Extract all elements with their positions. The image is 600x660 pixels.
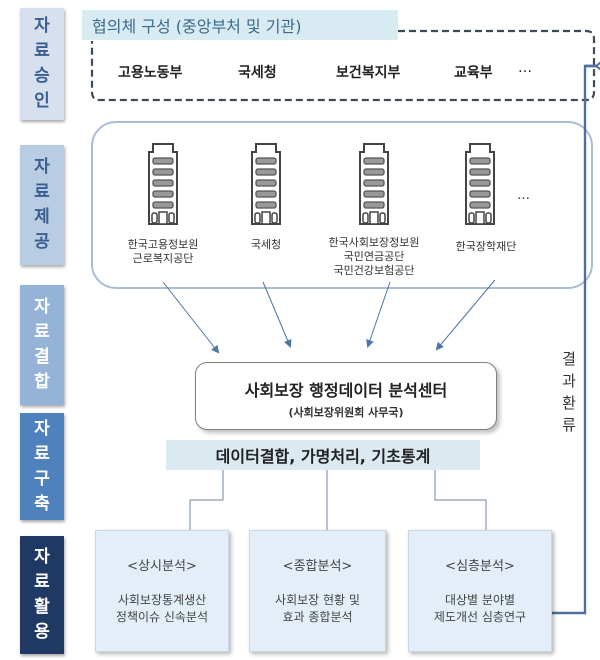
- feedback-char: 환: [562, 394, 576, 412]
- arrow-provider-3: [366, 281, 391, 348]
- ministry-item: 교육부: [454, 65, 493, 81]
- use-box-regular: <상시분석> 사회보장통계생산 정책이슈 신속분석: [95, 530, 229, 652]
- stage-char: 용: [34, 622, 50, 642]
- feedback-char: 류: [562, 416, 576, 434]
- stage-char: 료: [34, 182, 50, 202]
- provider-label: 한국고용정보원 근로복지공단: [127, 238, 199, 265]
- arrow-provider-4: [435, 279, 496, 351]
- connector-use-1: [189, 470, 224, 530]
- stage-char: 결: [34, 347, 50, 367]
- stage-char: 축: [34, 493, 50, 514]
- use-box-comprehensive: <종합분석> 사회보장 현황 및 효과 종합분석: [249, 530, 386, 652]
- feedback-char: 결: [562, 350, 576, 368]
- ministry-item: 국세청: [238, 65, 277, 81]
- approval-dashed-box: [90, 29, 596, 102]
- ministry-more: …: [518, 60, 532, 76]
- provider-label: 국세청: [250, 238, 282, 251]
- provider-label: 한국장학재단: [455, 240, 517, 253]
- use-desc: 사회보장 현황 및 효과 종합분석: [275, 593, 360, 624]
- building-icon: [465, 143, 495, 225]
- arrow-provider-1: [162, 281, 220, 354]
- ministry-item: 보건복지부: [336, 65, 401, 81]
- stage-char: 제: [34, 207, 50, 227]
- analysis-center-title: 사회보장 행정데이터 분석센터: [244, 381, 448, 400]
- ministry-item: 고용노동부: [118, 65, 183, 81]
- building-icon: [251, 143, 281, 225]
- use-title: <상시분석>: [127, 559, 197, 574]
- stage-char: 자: [34, 547, 50, 567]
- stage-char: 합: [34, 372, 50, 392]
- use-title: <종합분석>: [282, 559, 353, 574]
- stage-char: 인: [34, 91, 50, 111]
- stage-char: 료: [34, 572, 50, 592]
- feedback-char: 과: [562, 372, 576, 390]
- use-desc: 대상별 분야별 제도개선 심층연구: [433, 593, 527, 624]
- building-icon: [359, 143, 389, 225]
- use-desc: 사회보장통계생산 정책이슈 신속분석: [115, 593, 209, 624]
- use-box-indepth: <심층분석> 대상별 분야별 제도개선 심층연구: [408, 530, 552, 652]
- use-title: <심층분석>: [445, 559, 515, 574]
- stage-char: 활: [34, 597, 50, 617]
- stage-char: 자: [34, 157, 50, 177]
- stage-char: 구: [34, 468, 50, 489]
- stage-char: 자: [34, 16, 50, 36]
- ministry-list: 고용노동부 국세청 보건복지부 교육부 …: [100, 52, 560, 88]
- council-header: 협의체 구성 (중앙부처 및 기관): [82, 10, 398, 40]
- provider-more: …: [517, 188, 530, 203]
- stage-char: 료: [34, 41, 50, 61]
- analysis-center-subtitle: (사회보장위원회 사무국): [288, 406, 404, 419]
- stage-char: 승: [34, 66, 50, 86]
- process-band: 데이터결합, 가명처리, 기초통계: [166, 440, 480, 470]
- building-icon: [148, 143, 178, 225]
- connector-use-3: [434, 470, 487, 530]
- stage-char: 공: [34, 232, 50, 252]
- provider-label: 한국사회보장정보원 국민연금공단 국민건강보험공단: [328, 236, 420, 277]
- stage-char: 료: [34, 443, 50, 464]
- stage-char: 자: [34, 297, 50, 317]
- arrow-provider-2: [262, 281, 292, 348]
- analysis-center-box: 사회보장 행정데이터 분석센터 (사회보장위원회 사무국): [195, 362, 497, 430]
- stage-char: 료: [34, 322, 50, 342]
- stage-char: 자: [34, 418, 50, 439]
